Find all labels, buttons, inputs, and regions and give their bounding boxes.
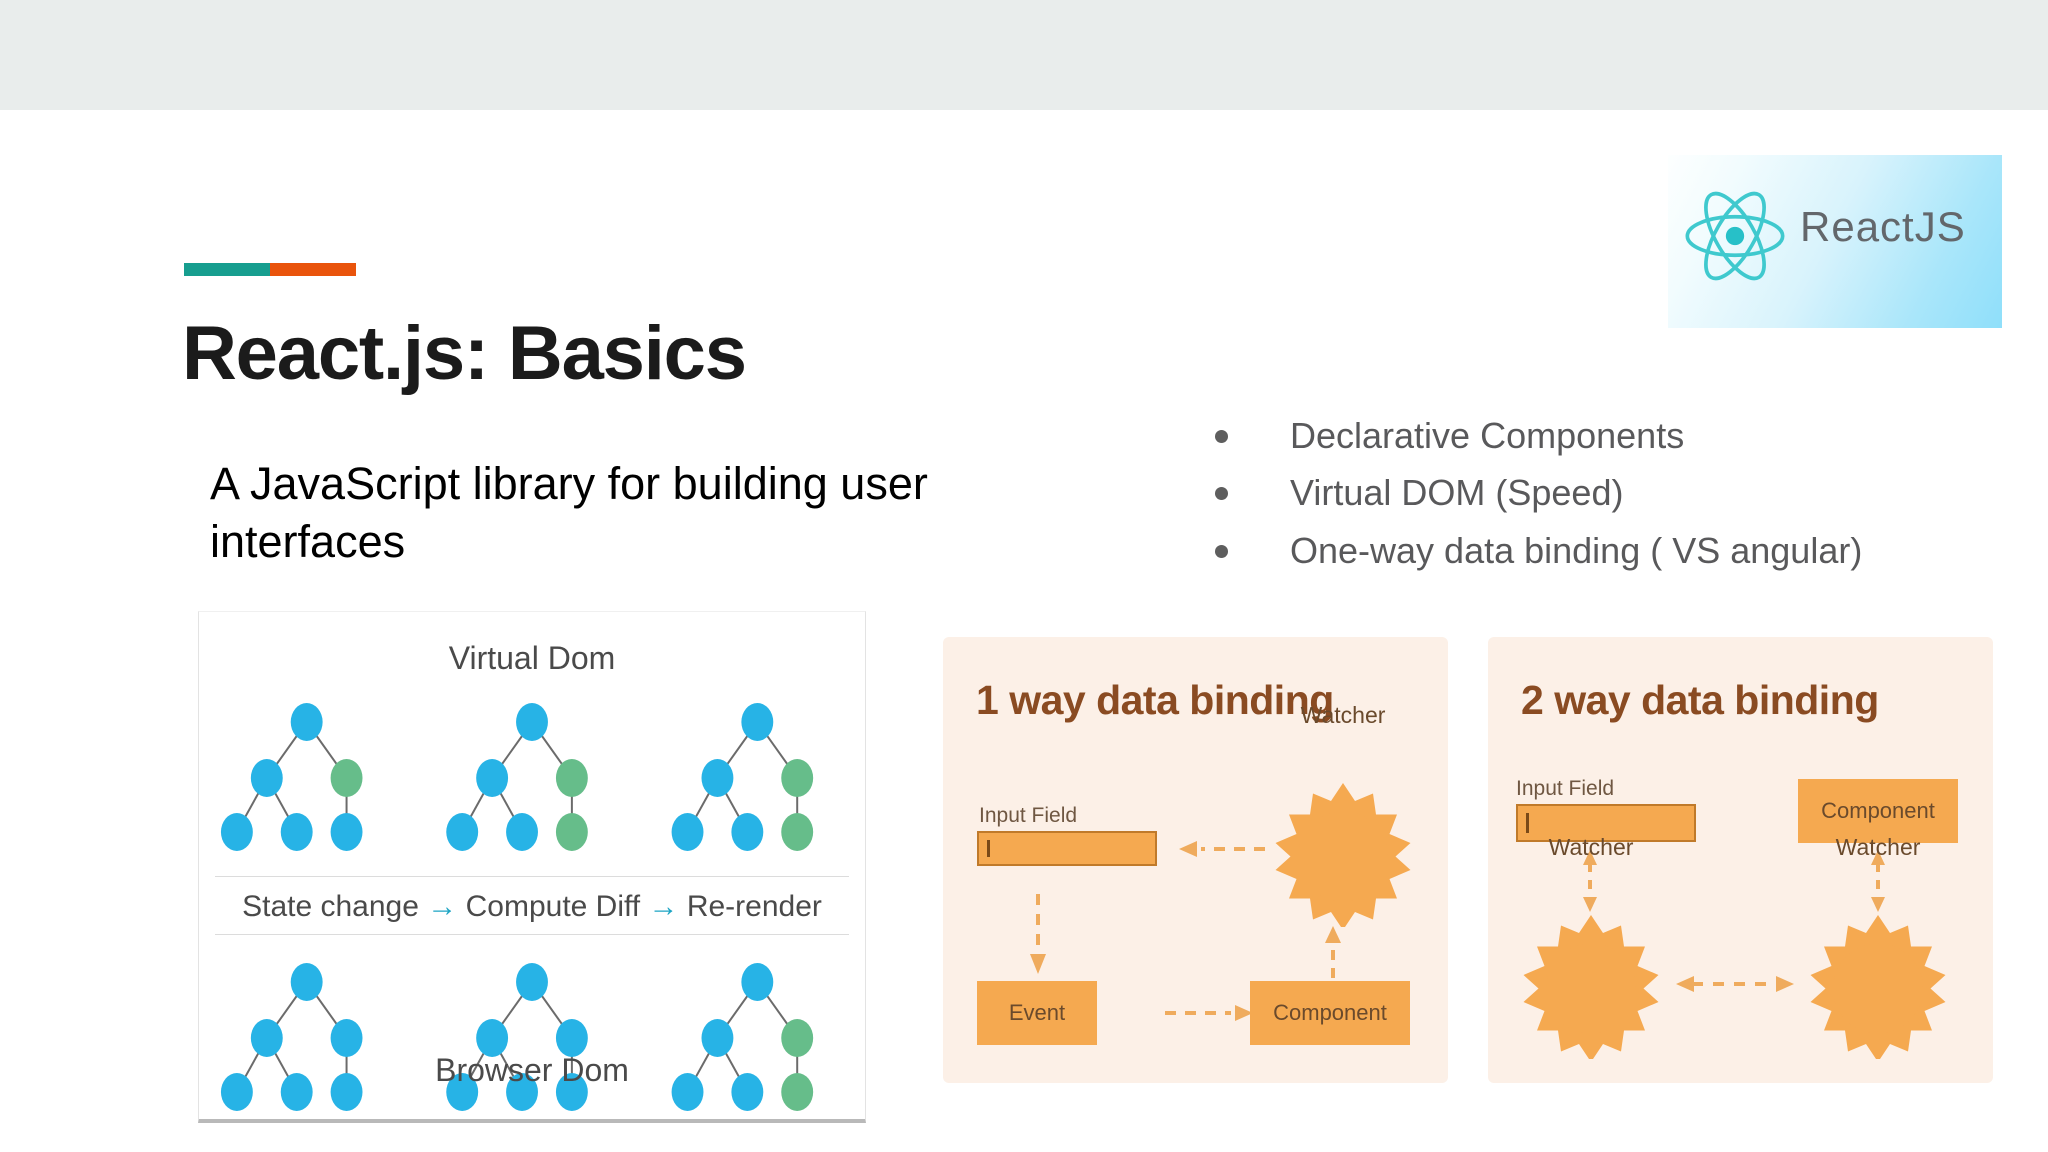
virtual-dom-figure: Virtual Dom <box>198 611 866 1123</box>
event-box: Event <box>977 981 1097 1045</box>
bullet-label: Virtual DOM (Speed) <box>1290 472 1624 514</box>
input-field[interactable] <box>977 831 1157 866</box>
input-field-label: Input Field <box>979 804 1078 827</box>
flow-step-2: Compute Diff <box>465 890 641 923</box>
arrow-event-to-component <box>1165 1005 1253 1021</box>
one-way-binding-figure: 1 way data binding Input Field Watcher E… <box>943 637 1448 1083</box>
top-band <box>0 0 2048 110</box>
flow-step-3: Re-render <box>686 890 822 923</box>
arrow-component-to-watcher <box>1325 926 1341 978</box>
text-caret-icon <box>1526 813 1529 833</box>
dom-flow-steps: State change → Compute Diff → Re-render <box>199 890 865 924</box>
divider-top <box>215 876 849 877</box>
one-way-binding-title: 1 way data binding <box>976 677 1334 723</box>
list-item: Declarative Components <box>1215 415 2045 456</box>
page-title: React.js: Basics <box>182 311 747 396</box>
arrow-watcher-to-input <box>1179 841 1265 857</box>
accent-bar <box>184 263 356 276</box>
react-atom-icon <box>1685 191 1785 281</box>
divider-bottom <box>215 934 849 935</box>
virtual-dom-caption: Virtual Dom <box>448 640 616 676</box>
component-box: Component <box>1798 779 1958 843</box>
bullet-label: Declarative Components <box>1290 415 1685 456</box>
accent-segment-orange <box>270 263 356 276</box>
feature-bullet-list: Declarative Components Virtual DOM (Spee… <box>1215 415 2045 587</box>
arrow-watcher-watcher-bidirectional <box>1676 976 1794 992</box>
watcher-gear-icon <box>1810 915 1946 1059</box>
virtual-dom-trees <box>220 703 814 851</box>
lede-paragraph: A JavaScript library for building user i… <box>210 458 928 567</box>
input-field-label: Input Field <box>1516 777 1615 800</box>
watcher-gear-icon <box>1275 783 1411 927</box>
logo-wordmark: ReactJS <box>1800 203 1966 250</box>
browser-dom-trees <box>220 963 814 1111</box>
list-item: Virtual DOM (Speed) <box>1215 472 2045 513</box>
accent-segment-teal <box>184 263 270 276</box>
bullet-dot-icon <box>1215 544 1228 558</box>
reactjs-logo: ReactJS <box>1668 155 2002 328</box>
bullet-dot-icon <box>1215 430 1228 443</box>
flow-step-1: State change <box>242 890 419 923</box>
text-caret-icon <box>987 840 990 857</box>
watcher-gear-icon <box>1523 915 1659 1059</box>
arrow-component-watcher-bidirectional <box>1871 850 1885 912</box>
two-way-binding-title: 2 way data binding <box>1521 677 1879 723</box>
arrow-right-icon: → <box>648 890 679 923</box>
component-box: Component <box>1250 981 1410 1045</box>
two-way-binding-figure: 2 way data binding Input Field Component… <box>1488 637 1993 1083</box>
arrow-input-watcher-bidirectional <box>1583 850 1597 912</box>
arrow-input-to-event <box>1030 894 1046 974</box>
arrow-right-icon: → <box>427 890 458 923</box>
input-field[interactable] <box>1516 804 1696 842</box>
bullet-label: One-way data binding ( VS angular) <box>1290 529 1863 571</box>
browser-dom-caption: Browser Dom <box>435 1052 629 1088</box>
list-item: One-way data binding ( VS angular) <box>1215 530 2045 571</box>
bullet-dot-icon <box>1215 487 1228 501</box>
